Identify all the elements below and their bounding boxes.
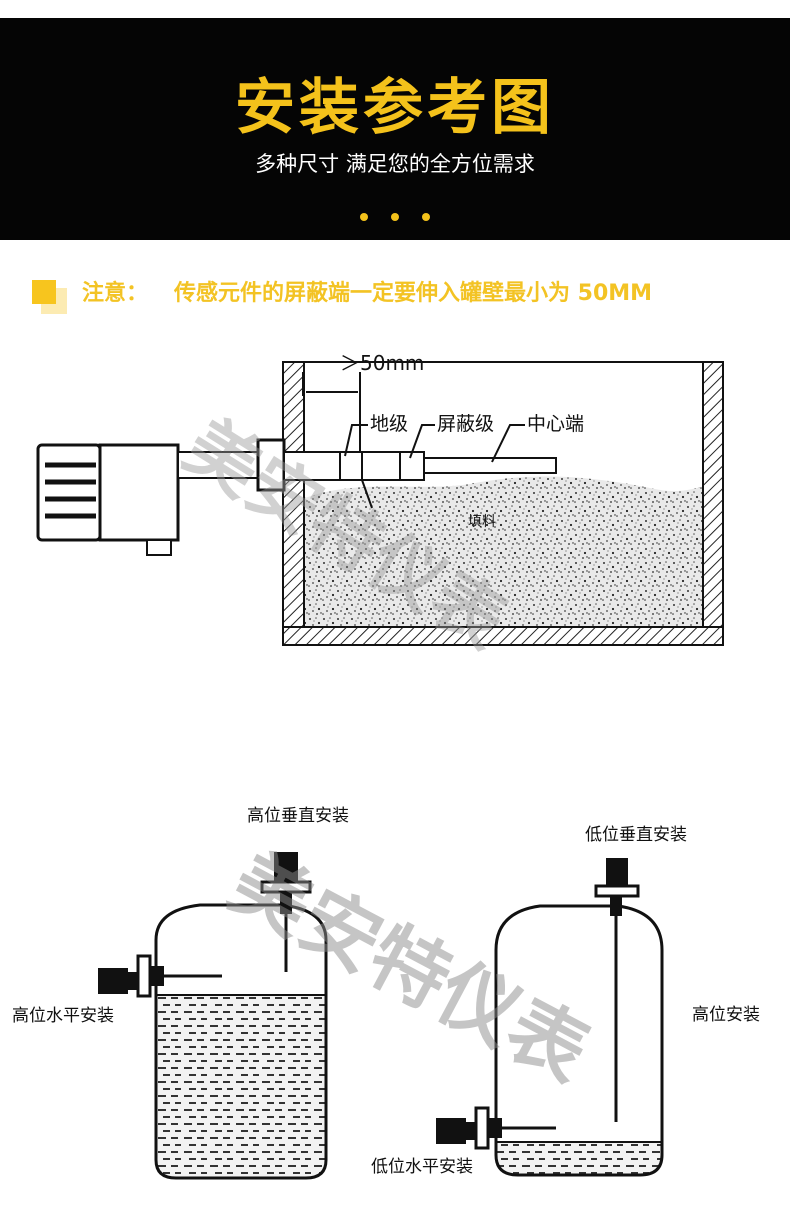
label-low-vertical: 低位垂直安装 [585,825,687,845]
label-shield: 屏蔽级 [437,413,494,435]
bulk-material [305,476,704,628]
left-vertical-sensor [274,852,298,882]
label-high-horizontal: 高位水平安装 [12,1006,114,1026]
label-high-vertical: 高位垂直安装 [247,806,349,826]
tank-bottom [282,626,724,646]
dimension-label: ＞50mm [340,351,424,375]
decorative-dots [0,206,790,225]
diagram-horizontal-probe: ＞50mm 地级 屏蔽级 中心端 填料 [36,351,724,646]
sensor-neck [177,451,259,479]
page-subtitle: 多种尺寸 满足您的全方位需求 [255,152,535,176]
dot-icon [391,213,399,221]
left-tank-liquid [156,995,326,1178]
label-center: 中心端 [527,413,584,435]
tank-wall-right [702,361,724,645]
right-horizontal-sensor [436,1118,466,1144]
notice-text: 传感元件的屏蔽端一定要伸入罐壁最小为 50MM [174,281,653,306]
notice-square-icon [32,280,56,304]
left-horizontal-sensor [98,968,128,994]
notice-bar: 注意： 传感元件的屏蔽端一定要伸入罐壁最小为 50MM [32,276,772,314]
left-tank [154,903,328,1180]
dot-icon [359,213,368,221]
sensor-cap [36,443,102,542]
probe-center [423,457,557,474]
header-banner: 安装参考图 多种尺寸 满足您的全方位需求 [0,18,790,240]
label-ground: 地级 [370,413,408,435]
label-high-install: 高位安装 [692,1005,760,1025]
right-vertical-sensor [606,858,628,886]
tank-inner [303,361,704,628]
notice-label: 注意： [82,281,149,306]
dot-icon [422,213,431,221]
right-tank [494,904,664,1177]
label-material: 填料 [468,514,496,530]
sensor-body [98,443,180,542]
right-tank-liquid [496,1142,662,1175]
diagram-tanks: 高位垂直安装 高位水平安装 低位垂直安装 高位安装 低位水平安装 [12,806,760,1180]
page-title: 安装参考图 [235,73,555,143]
label-low-horizontal: 低位水平安装 [371,1157,473,1177]
